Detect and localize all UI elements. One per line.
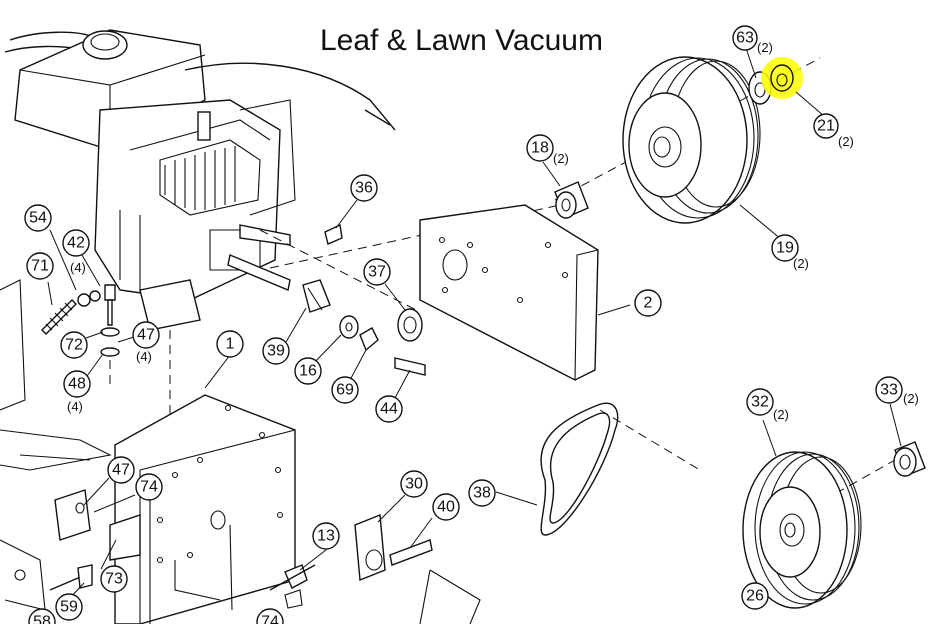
bracket-73: [54, 489, 141, 561]
callout-39: 39: [262, 337, 290, 365]
callout-leaders: [47, 47, 902, 599]
svg-text:72: 72: [65, 337, 83, 354]
callout-40: 40: [432, 493, 460, 521]
svg-text:13: 13: [317, 528, 335, 545]
engine-illustration: [4, 29, 396, 331]
callout-18: 18 (2): [526, 134, 569, 166]
wheel-32: [742, 451, 862, 609]
svg-text:47: 47: [112, 462, 130, 479]
svg-text:18: 18: [531, 140, 549, 157]
wheel-bearing-33: [893, 441, 926, 477]
callout-1: 1: [216, 330, 244, 358]
svg-text:19: 19: [776, 240, 794, 257]
svg-text:63: 63: [736, 30, 754, 47]
svg-text:36: 36: [355, 180, 373, 197]
svg-text:71: 71: [31, 258, 49, 275]
svg-text:(4): (4): [67, 399, 83, 414]
callout-54: 54: [24, 204, 52, 232]
callout-59: 59: [55, 593, 83, 621]
svg-text:(4): (4): [136, 349, 152, 364]
spring-bolt-group: [41, 284, 120, 357]
svg-text:37: 37: [368, 264, 386, 281]
svg-text:59: 59: [60, 599, 78, 616]
left-frame: [0, 279, 112, 611]
svg-text:74: 74: [140, 479, 158, 496]
callout-71: 71: [26, 252, 54, 280]
svg-text:73: 73: [105, 571, 123, 588]
callout-73: 73: [100, 565, 128, 593]
callout-69: 69: [331, 376, 359, 404]
callout-30: 30: [400, 470, 428, 498]
svg-text:33: 33: [880, 382, 898, 399]
callout-33: 33 (2): [875, 376, 919, 406]
svg-text:40: 40: [437, 499, 455, 516]
callout-16: 16: [294, 357, 322, 385]
highlight-marker: [761, 57, 803, 99]
svg-text:2: 2: [644, 295, 653, 312]
housing-1: [114, 394, 296, 624]
pin-13: [269, 564, 316, 609]
svg-text:(2): (2): [553, 151, 569, 166]
svg-text:39: 39: [267, 343, 285, 360]
svg-text:74: 74: [261, 614, 279, 624]
callout-21: 21 (2): [813, 113, 854, 149]
callout-47-lower: 47: [107, 456, 135, 484]
svg-text:16: 16: [299, 363, 317, 380]
callout-72: 72: [60, 331, 88, 359]
svg-text:44: 44: [380, 401, 398, 418]
bolt-59: [49, 564, 93, 591]
callout-32: 32 (2): [746, 388, 789, 422]
retaining-ring-21: [761, 57, 803, 99]
svg-text:54: 54: [29, 210, 47, 227]
callout-74-upper: 74: [135, 473, 163, 501]
callout-44: 44: [375, 395, 403, 423]
diagram-title: Leaf & Lawn Vacuum: [320, 24, 603, 57]
callout-26: 26: [741, 582, 769, 610]
callout-2: 2: [634, 289, 662, 317]
svg-text:47: 47: [137, 327, 155, 344]
callout-36: 36: [350, 174, 378, 202]
svg-text:30: 30: [405, 476, 423, 493]
callout-63: 63 (2): [732, 25, 773, 55]
svg-text:48: 48: [68, 376, 86, 393]
svg-text:(2): (2): [773, 407, 789, 422]
svg-text:(4): (4): [70, 260, 86, 275]
svg-text:21: 21: [817, 118, 835, 135]
callout-13: 13: [312, 522, 340, 550]
svg-text:58: 58: [33, 614, 51, 624]
svg-text:(2): (2): [903, 391, 919, 406]
callout-58: 58: [28, 608, 56, 624]
mounting-plate: [419, 204, 599, 381]
svg-text:(2): (2): [793, 256, 809, 271]
svg-text:38: 38: [473, 485, 491, 502]
v-belt: [540, 402, 619, 536]
key-part: [324, 223, 343, 245]
callout-48: 48 (4): [63, 370, 91, 414]
svg-text:69: 69: [336, 382, 354, 399]
pulley-19: [622, 56, 761, 224]
callout-47-upper: 47 (4): [132, 321, 160, 364]
svg-text:(2): (2): [838, 134, 854, 149]
callout-37: 37: [363, 258, 391, 286]
svg-text:32: 32: [751, 394, 769, 411]
callout-19: 19 (2): [771, 234, 809, 271]
callout-38: 38: [468, 479, 496, 507]
bracket-30: [354, 514, 481, 624]
svg-text:42: 42: [67, 235, 85, 252]
callout-42: 42 (4): [62, 229, 90, 275]
svg-text:26: 26: [746, 588, 764, 605]
bearing-washer-group: [302, 279, 426, 376]
callout-74-lower: 74: [256, 608, 284, 624]
svg-text:(2): (2): [757, 40, 773, 55]
spacer: [554, 181, 589, 219]
svg-text:1: 1: [226, 336, 235, 353]
